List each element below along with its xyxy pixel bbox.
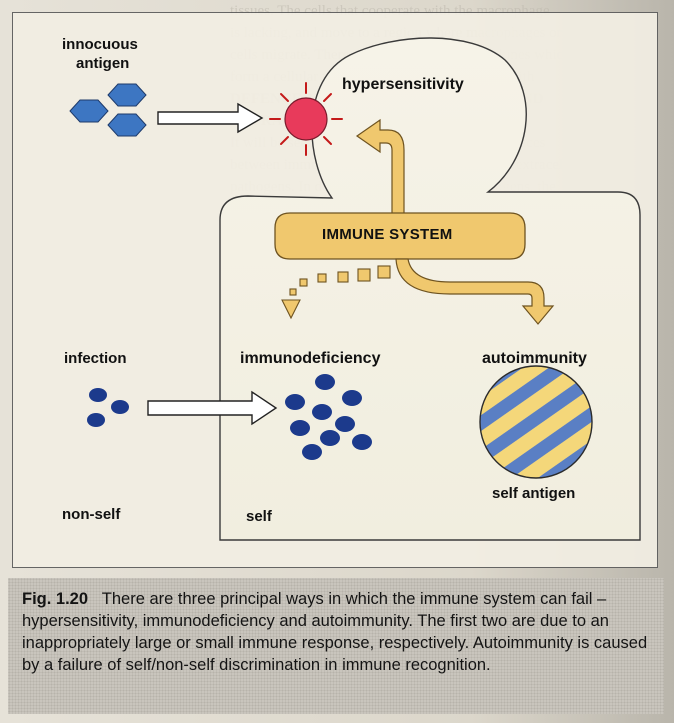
figure-number: Fig. 1.20 [22, 590, 89, 608]
label-self-antigen: self antigen [492, 485, 576, 502]
immune-system-banner [274, 212, 526, 260]
hypersensitivity-arrow [355, 118, 405, 216]
immunodeficiency-dashed-arrow [281, 265, 391, 320]
innocuous-antigen-hexagons [69, 83, 147, 137]
autoimmunity-arrow [395, 258, 555, 325]
figure-caption: Fig. 1.20 There are three principal ways… [22, 588, 648, 676]
infection-arrow [147, 390, 278, 426]
label-hypersensitivity: hypersensitivity [342, 76, 464, 93]
label-infection: infection [64, 350, 127, 367]
label-immunodeficiency: immunodeficiency [240, 350, 381, 367]
hexagon-1 [69, 99, 109, 123]
label-autoimmunity: autoimmunity [482, 350, 587, 367]
hexagon-2 [107, 83, 147, 107]
mast-cell-red-dot [284, 97, 328, 141]
label-immune-system: IMMUNE SYSTEM [322, 226, 453, 243]
label-non-self: non-self [62, 506, 121, 523]
infection-dots [87, 388, 129, 427]
hexagon-3 [107, 113, 147, 137]
immunodeficiency-dots [285, 374, 372, 460]
label-innocuous: innocuous [62, 36, 138, 53]
self-antigen-striped-circle [479, 365, 593, 479]
label-antigen: antigen [76, 55, 130, 72]
caption-text: There are three principal ways in which … [22, 590, 648, 674]
label-self: self [246, 508, 272, 525]
antigen-arrow [157, 102, 264, 134]
figure-caption-box: Fig. 1.20 There are three principal ways… [8, 578, 664, 714]
starburst-rays [269, 82, 343, 156]
